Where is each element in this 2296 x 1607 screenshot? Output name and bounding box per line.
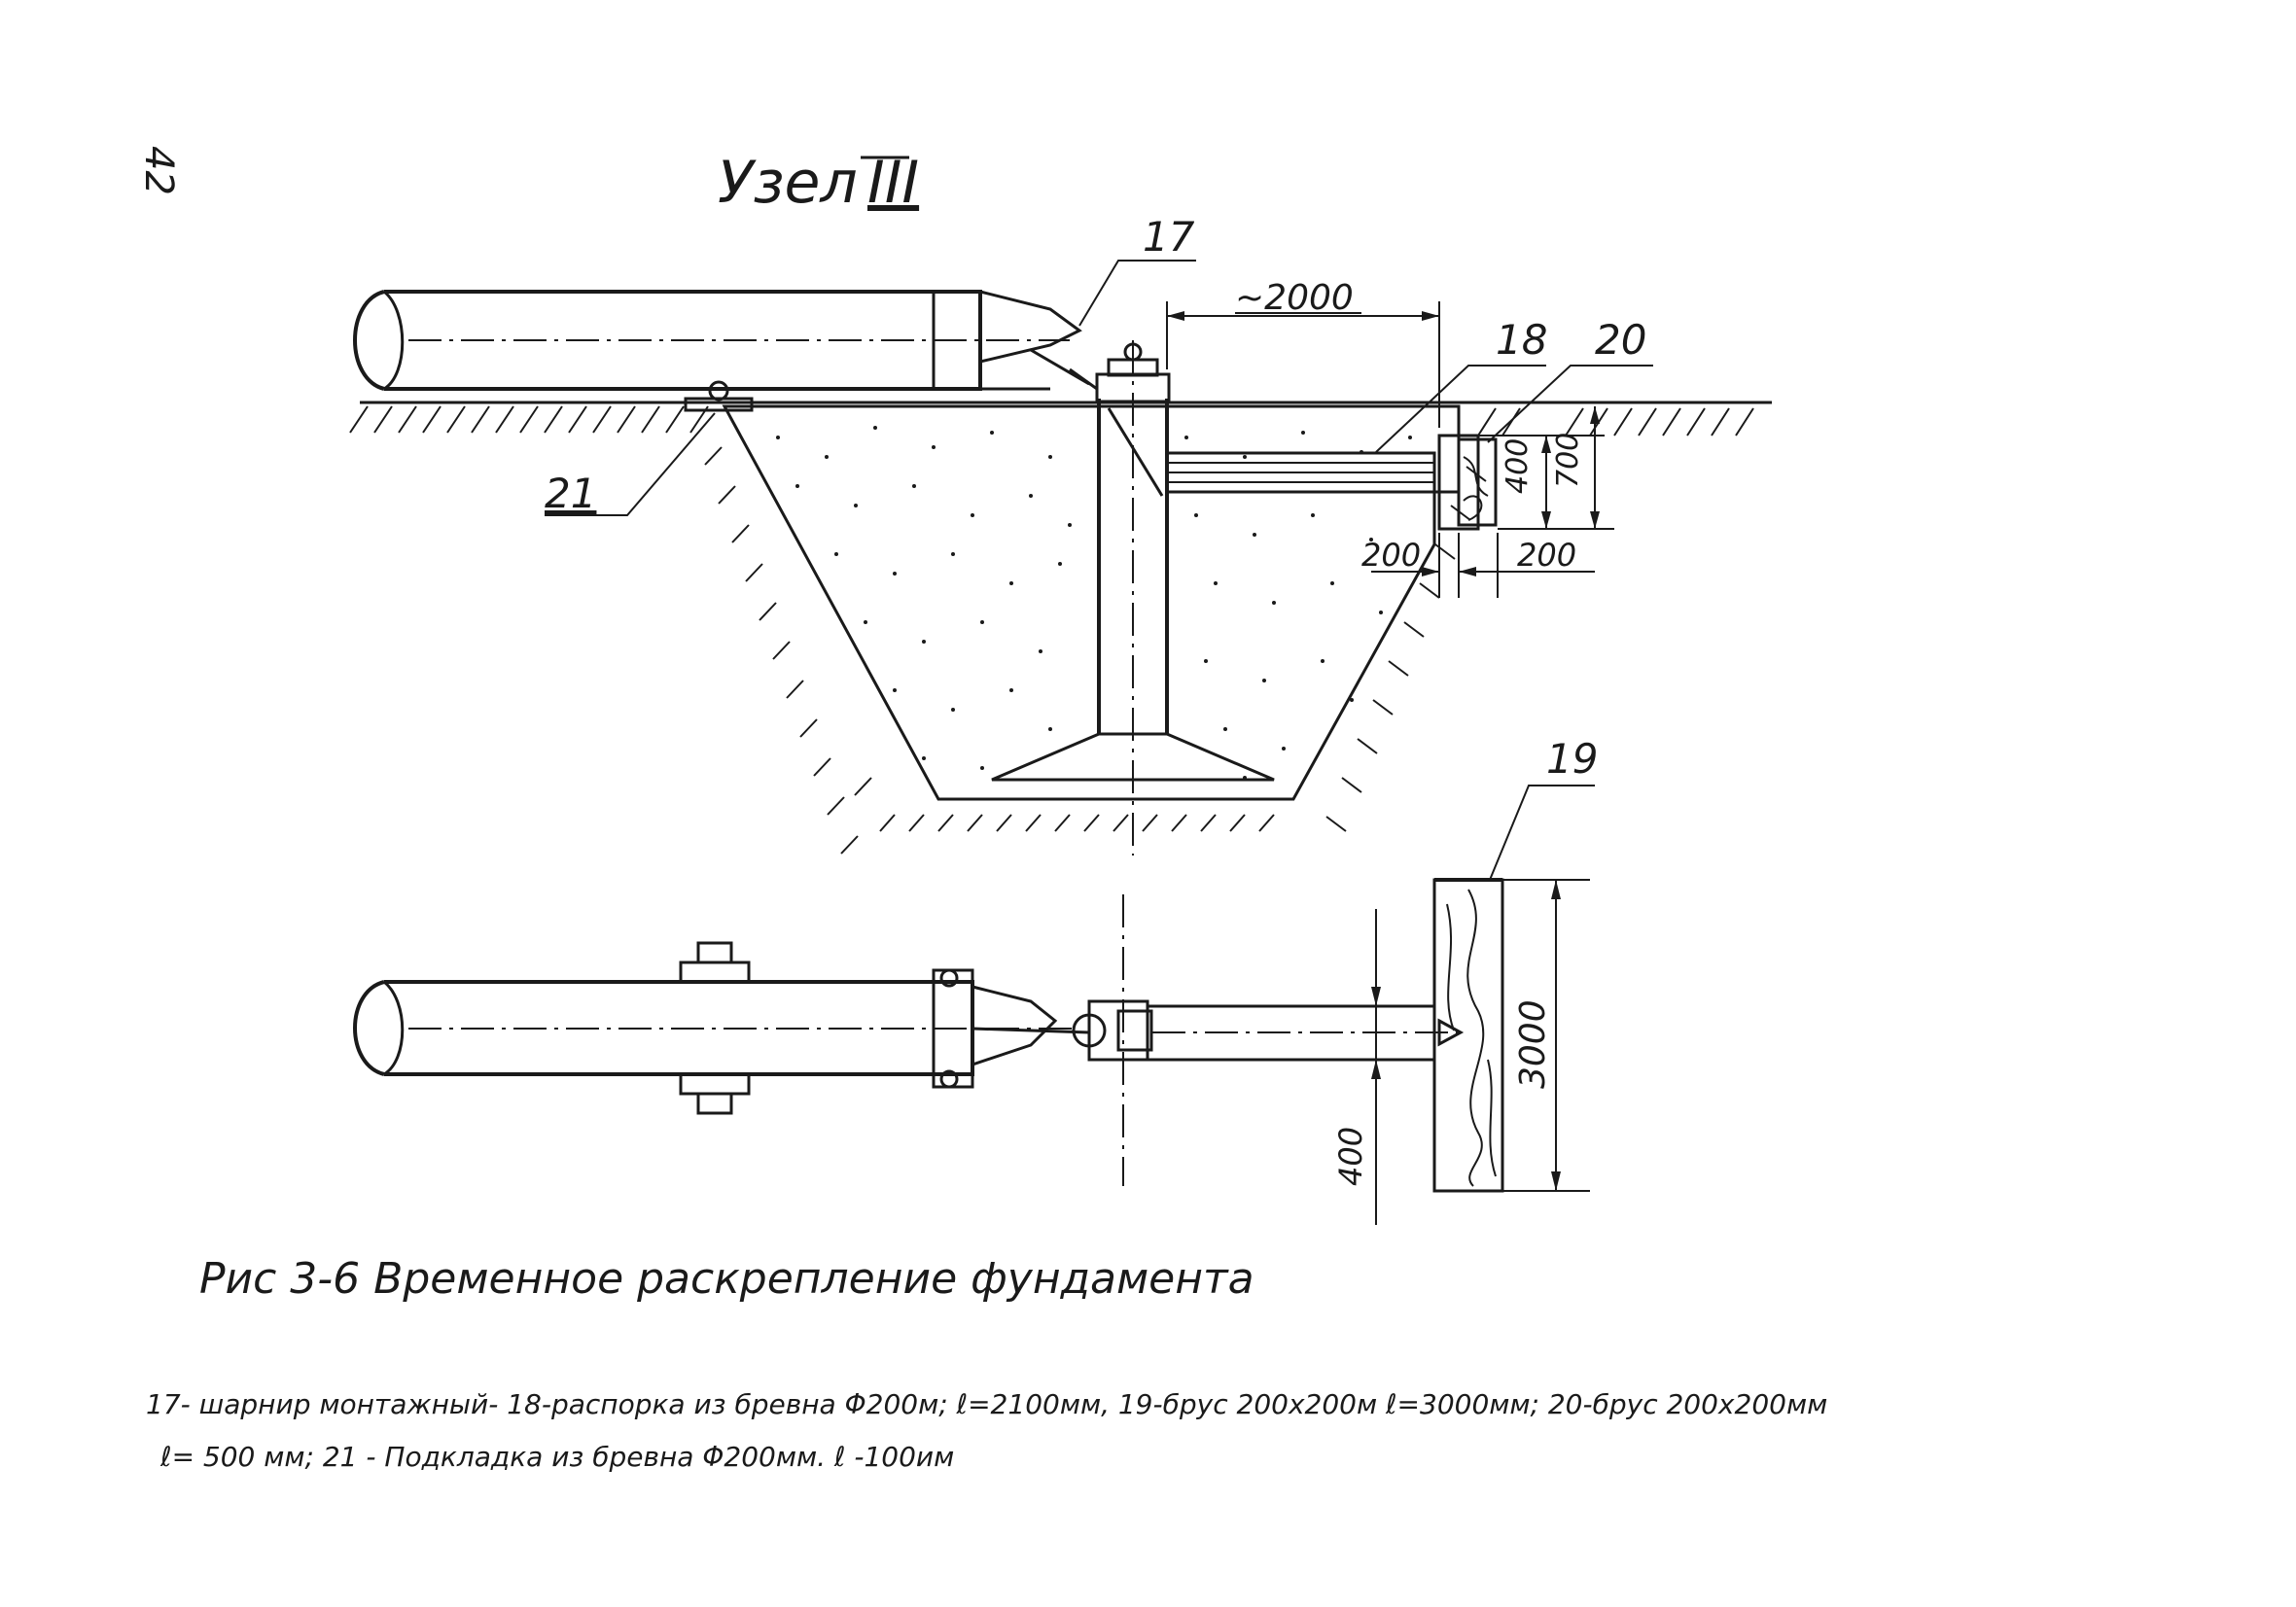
elevation-view: ~2000 400 700 200 200: [349, 213, 1772, 856]
callout-19-leader: [1489, 785, 1595, 881]
timber-beam-20: [1437, 434, 1498, 531]
plan-beam-19: [1432, 878, 1504, 1193]
plan-view: 3000 400 19: [353, 735, 1598, 1225]
plan-hinge: [1072, 999, 1153, 1062]
dim-400-plan-label: 400: [1332, 1127, 1369, 1186]
legend-line-2: ℓ= 500 мм; 21 - Подкладка из бревна Φ200…: [160, 1441, 955, 1473]
backfill-stipple: [776, 426, 1412, 780]
figure-caption: Рис 3-6 Временное раскрепление фундамент…: [199, 1254, 1254, 1304]
legend-line-1: 17- шарнир монтажный- 18-распорка из бре…: [146, 1388, 1828, 1420]
node-title: Узел III: [718, 149, 919, 217]
dim-bottom-horizontal: 200 200: [1361, 533, 1595, 598]
callout-20: 20: [1595, 316, 1646, 364]
dim-right-vertical: 400 700: [1478, 406, 1614, 530]
foundation-pit: [722, 404, 1461, 801]
dim-200-left-label: 200: [1361, 537, 1421, 574]
callout-leaders: [545, 260, 1653, 516]
node-title-label: Узел: [718, 149, 858, 217]
dim-200-right-label: 200: [1517, 537, 1576, 574]
dim-700-label: 700: [1551, 433, 1585, 488]
ground-hatching: [349, 405, 1754, 855]
dim-3000-label: 3000: [1513, 999, 1553, 1089]
dim-3000: 3000: [1502, 879, 1590, 1192]
mounting-hinge: [1069, 342, 1171, 403]
callout-19: 19: [1546, 735, 1598, 783]
dim-400-plan: 400: [1332, 909, 1434, 1225]
dim-2000-label: ~2000: [1235, 278, 1354, 318]
callout-21: 21: [545, 470, 596, 517]
plan-brace: [1148, 1004, 1465, 1062]
callout-17: 17: [1143, 213, 1195, 261]
node-title-numeral: III: [867, 149, 919, 217]
plan-pipe: [353, 968, 1090, 1089]
callout-18: 18: [1496, 316, 1547, 364]
plan-clamps: [679, 941, 751, 1115]
brace-log: [1165, 451, 1436, 494]
dim-400-elev-label: 400: [1501, 438, 1535, 494]
support-pad: [684, 380, 754, 412]
dim-2000: ~2000: [1166, 278, 1440, 428]
page-number: 42: [136, 146, 181, 195]
pipe-strut: [353, 290, 1090, 391]
